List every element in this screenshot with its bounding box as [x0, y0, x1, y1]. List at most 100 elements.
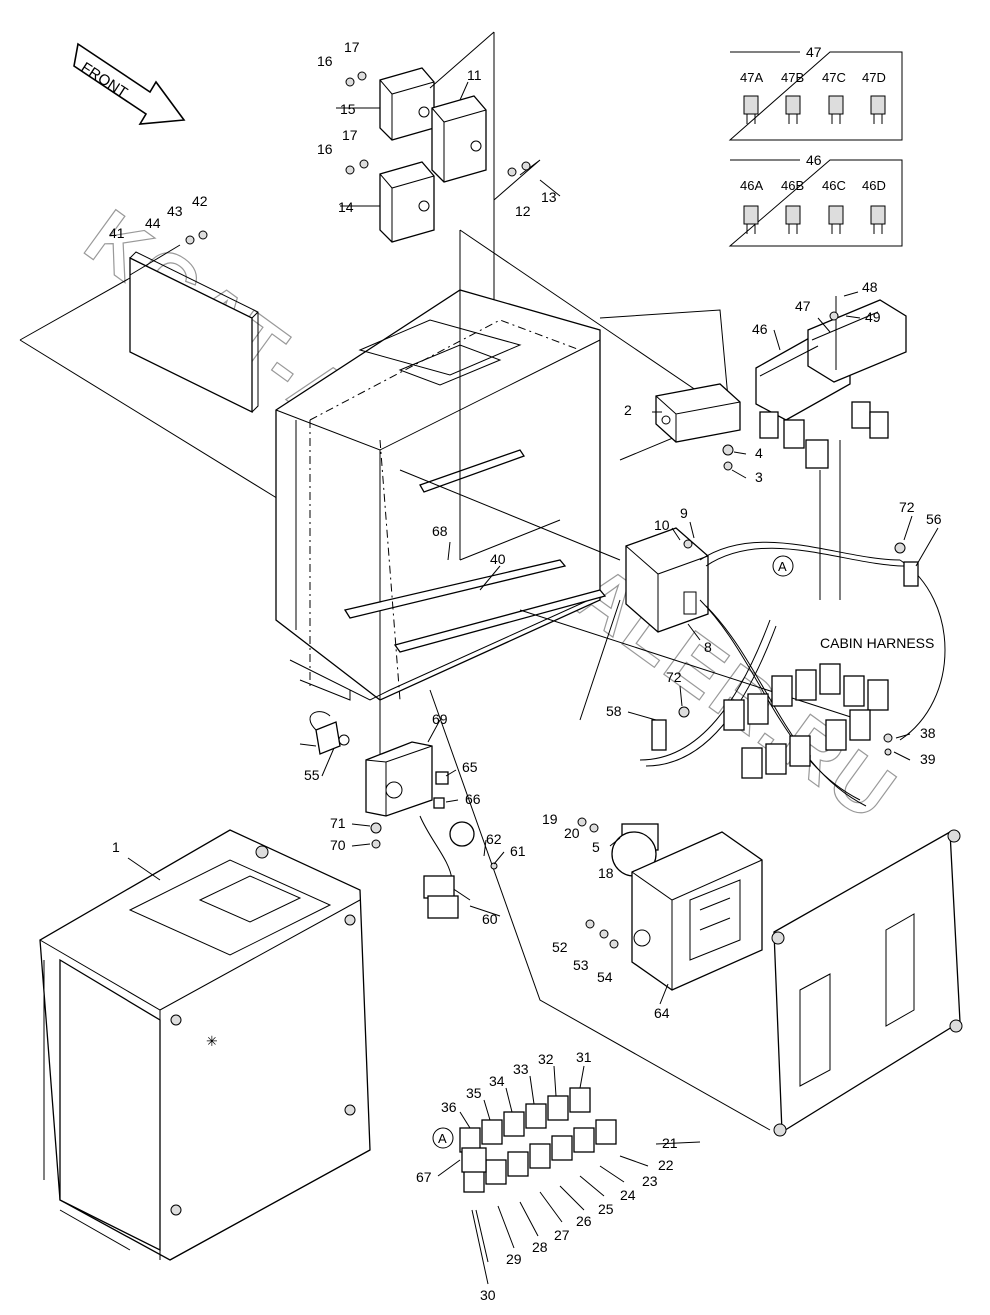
- callout-72b: 72: [666, 669, 682, 685]
- callout-67: 67: [416, 1169, 432, 1185]
- callout-16b: 16: [317, 141, 333, 157]
- switch-assembly: [299, 711, 498, 919]
- callout-66: 66: [465, 791, 481, 807]
- callout-44: 44: [145, 215, 161, 231]
- callout-32: 32: [538, 1051, 554, 1067]
- callout-25: 25: [598, 1201, 614, 1217]
- fuse-box-46: 46 46A 46B 46C 46D: [728, 152, 903, 247]
- cabinet-1: ✳: [39, 829, 371, 1261]
- callout-53: 53: [573, 957, 589, 973]
- fuse-46b: 46B: [781, 178, 804, 234]
- callout-47: 47: [795, 298, 811, 314]
- callout-28: 28: [532, 1239, 548, 1255]
- callout-12: 12: [515, 203, 531, 219]
- svg-text:47C: 47C: [822, 70, 846, 85]
- callout-1: 1: [112, 839, 120, 855]
- callout-56: 56: [926, 511, 942, 527]
- fuse-box-47: 47 47A 47B 47C 47D: [728, 44, 903, 141]
- callout-3: 3: [755, 469, 763, 485]
- callout-11: 11: [467, 67, 482, 83]
- svg-text:47A: 47A: [740, 70, 763, 85]
- callout-65: 65: [462, 759, 478, 775]
- callout-62: 62: [486, 831, 502, 847]
- fuse-47b: 47B: [781, 70, 804, 124]
- callout-15: 15: [340, 101, 356, 117]
- front-arrow: FRONT: [73, 42, 186, 125]
- svg-text:A: A: [438, 1131, 447, 1146]
- svg-text:46C: 46C: [822, 178, 846, 193]
- connector-marker-a-bottom: A: [432, 1127, 454, 1149]
- callout-35: 35: [466, 1085, 482, 1101]
- callout-43: 43: [167, 203, 183, 219]
- callout-26: 26: [576, 1213, 592, 1229]
- callout-2: 2: [624, 402, 632, 418]
- callout-58: 58: [606, 703, 622, 719]
- callout-38: 38: [920, 725, 936, 741]
- callout-69: 69: [432, 711, 448, 727]
- callout-labels: 1 2 3 4 5 8 9 10 11 12 13 14 15 16 16 17…: [109, 39, 942, 1303]
- module-2: [655, 383, 741, 471]
- connector-marker-a: A: [772, 555, 794, 577]
- leader-lines: [127, 81, 939, 1285]
- callout-10: 10: [654, 517, 670, 533]
- callout-30: 30: [480, 1287, 496, 1303]
- relay-rows: [459, 1087, 617, 1193]
- fuse-47c: 47C: [822, 70, 846, 124]
- callout-24: 24: [620, 1187, 636, 1203]
- callout-5: 5: [592, 839, 600, 855]
- callout-68: 68: [432, 523, 448, 539]
- callout-54: 54: [597, 969, 613, 985]
- callout-46: 46: [752, 321, 768, 337]
- callout-72: 72: [899, 499, 915, 515]
- svg-text:46A: 46A: [740, 178, 763, 193]
- callout-41: 41: [109, 225, 125, 241]
- svg-text:47B: 47B: [781, 70, 804, 85]
- callout-48: 48: [862, 279, 878, 295]
- callout-13: 13: [541, 189, 557, 205]
- callout-36: 36: [441, 1099, 457, 1115]
- fuse-46d: 46D: [862, 178, 886, 234]
- callout-19: 19: [542, 811, 558, 827]
- callout-33: 33: [513, 1061, 529, 1077]
- fuse-group-label: 47: [806, 44, 822, 60]
- callout-39: 39: [920, 751, 936, 767]
- fuse-block-assembly: [755, 296, 907, 600]
- fuse-group-label: 46: [806, 152, 822, 168]
- callout-17b: 17: [342, 127, 358, 143]
- callout-55: 55: [304, 767, 320, 783]
- callout-8: 8: [704, 639, 712, 655]
- callout-70: 70: [330, 837, 346, 853]
- callout-61: 61: [510, 843, 526, 859]
- callout-34: 34: [489, 1073, 505, 1089]
- callout-64: 64: [654, 1005, 670, 1021]
- callout-49: 49: [865, 309, 881, 325]
- bracket-41: [19, 230, 281, 501]
- callout-18: 18: [598, 865, 614, 881]
- svg-text:47D: 47D: [862, 70, 886, 85]
- relay-group-top: [345, 31, 541, 330]
- callout-31: 31: [576, 1049, 592, 1065]
- controller-64: [577, 817, 763, 991]
- fuse-46a: 46A: [740, 178, 763, 234]
- fuse-46c: 46C: [822, 178, 846, 234]
- callout-29: 29: [506, 1251, 522, 1267]
- callout-17: 17: [344, 39, 360, 55]
- fuse-47a: 47A: [740, 70, 763, 124]
- callout-16: 16: [317, 53, 333, 69]
- callout-27: 27: [554, 1227, 570, 1243]
- callout-14: 14: [338, 199, 354, 215]
- main-frame: [275, 229, 861, 1131]
- cabin-harness: [639, 541, 946, 807]
- module-8: [625, 527, 709, 633]
- svg-text:A: A: [778, 559, 787, 574]
- callout-4: 4: [755, 445, 763, 461]
- svg-text:✳: ✳: [206, 1033, 218, 1049]
- svg-text:46B: 46B: [781, 178, 804, 193]
- callout-23: 23: [642, 1173, 658, 1189]
- callout-22: 22: [658, 1157, 674, 1173]
- relay-cluster: [723, 663, 889, 779]
- callout-20: 20: [564, 825, 580, 841]
- back-panel: [771, 829, 963, 1137]
